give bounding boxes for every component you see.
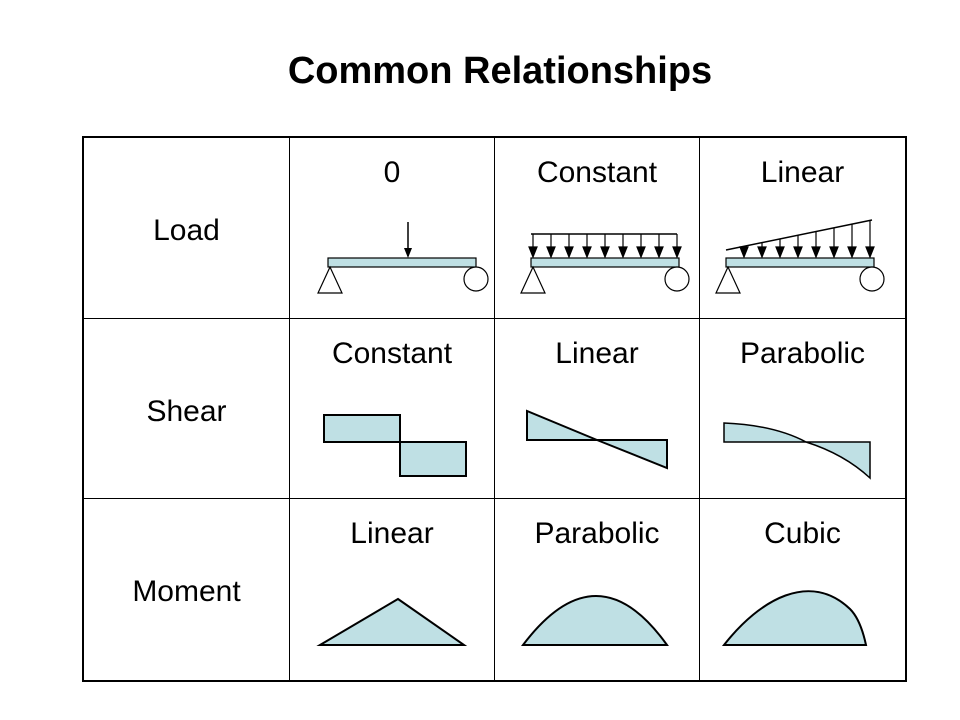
cubic-moment-diagram (721, 590, 868, 647)
cell-label: Parabolic (739, 336, 866, 370)
row-label-shear: Shear (146, 394, 227, 428)
row-label-cell-load: Load (84, 138, 290, 319)
row-label-cell-moment: Moment (84, 499, 290, 680)
cell-label: Parabolic (534, 517, 660, 551)
row-label-moment: Moment (132, 575, 241, 609)
cell-label: Constant (536, 156, 658, 189)
cell-label: Constant (331, 336, 453, 370)
cell-load-constant: Constant (495, 138, 700, 319)
cell-moment-linear: Linear (290, 499, 495, 680)
cell-shear-parabolic: Parabolic (700, 319, 905, 500)
point-load-beam-diagram (317, 222, 489, 294)
cell-moment-cubic: Cubic (700, 499, 905, 680)
parabolic-shear-diagram (723, 421, 871, 480)
row-label-load: Load (153, 214, 220, 247)
linear-shear-diagram (526, 409, 668, 470)
triangular-load-beam-diagram (715, 219, 885, 294)
cell-load-zero: 0 (290, 138, 495, 319)
cell-load-linear: Linear (700, 138, 905, 319)
relationships-table: Load 0 Constant (82, 136, 907, 682)
row-label-cell-shear: Shear (84, 318, 290, 500)
cell-label: Cubic (764, 517, 841, 551)
diagram-title: Common Relationships (287, 50, 713, 92)
cell-label: Linear (350, 517, 434, 551)
linear-moment-diagram (316, 598, 468, 647)
cell-moment-parabolic: Parabolic (495, 499, 700, 680)
cell-label: Linear (555, 336, 639, 370)
cell-shear-constant: Constant (290, 318, 495, 500)
uniform-load-beam-diagram (520, 233, 690, 294)
parabolic-moment-diagram (520, 595, 669, 647)
constant-shear-diagram (323, 413, 467, 477)
cell-shear-linear: Linear (495, 318, 700, 500)
cell-label: Linear (760, 156, 845, 189)
cell-label: 0 (383, 156, 401, 189)
